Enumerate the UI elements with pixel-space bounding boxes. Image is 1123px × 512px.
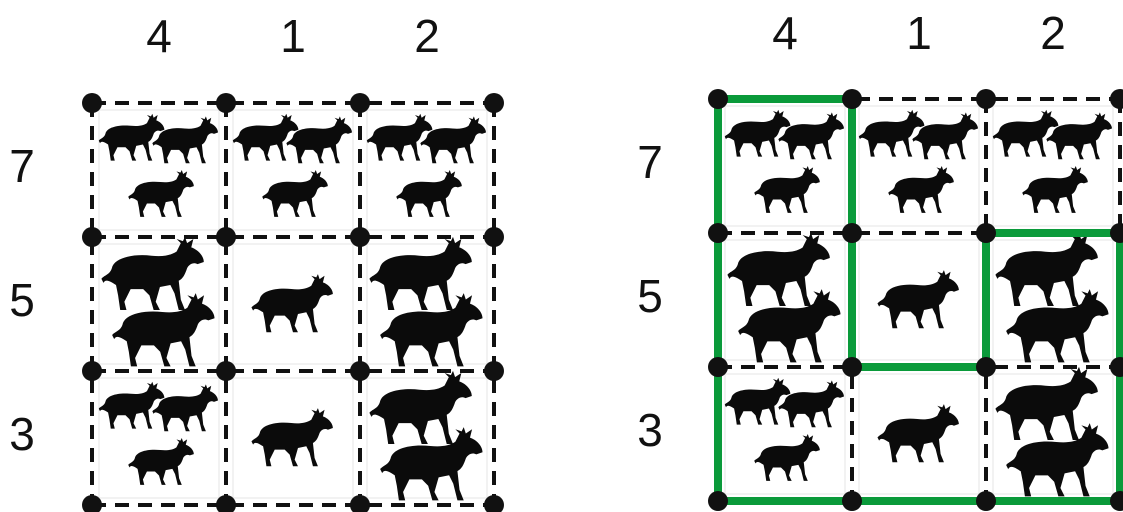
grid-dot <box>708 357 728 377</box>
moose-group <box>232 377 354 499</box>
moose-group <box>724 105 846 227</box>
row-clue: 7 <box>9 140 35 192</box>
puzzle-right: 4 1 2 7 5 3 <box>637 7 1123 511</box>
grid-dot <box>82 361 102 381</box>
grid-dots <box>708 89 1123 511</box>
row-clue: 3 <box>9 408 35 460</box>
grid-dot <box>216 93 236 113</box>
moose-group <box>724 373 846 495</box>
column-clue: 2 <box>1040 7 1066 59</box>
moose-group <box>858 105 980 227</box>
moose-group <box>858 239 980 361</box>
grid-dot <box>350 361 370 381</box>
puzzle-left: 4 1 2 7 5 3 <box>9 10 504 512</box>
grid-dot <box>484 495 504 512</box>
grid-dot <box>976 89 996 109</box>
grid-dot <box>1110 223 1123 243</box>
moose-group <box>366 236 488 367</box>
grid-dot <box>216 361 236 381</box>
grid-dot <box>82 227 102 247</box>
grid-dot <box>216 495 236 512</box>
grid-dot <box>708 223 728 243</box>
moose-group <box>992 105 1114 227</box>
grid-lines <box>90 101 496 507</box>
moose-group <box>232 109 354 231</box>
grid-dot <box>82 495 102 512</box>
row-clue: 3 <box>637 404 663 456</box>
moose-group <box>366 109 488 231</box>
grid-dot <box>842 223 862 243</box>
grid-dot <box>350 495 370 512</box>
grid-dot <box>1110 357 1123 377</box>
moose-group <box>98 109 220 231</box>
moose-group <box>98 236 220 367</box>
grid-dot <box>708 491 728 511</box>
fence <box>714 95 1123 505</box>
grid-dot <box>484 93 504 113</box>
moose-group <box>992 366 1114 497</box>
grid-dot <box>82 93 102 113</box>
moose-group <box>98 377 220 499</box>
moose-group <box>366 370 488 501</box>
grid-dot <box>976 491 996 511</box>
grid-dots <box>82 93 504 512</box>
grid-dot <box>484 227 504 247</box>
grid-dot <box>976 223 996 243</box>
grid-dot <box>350 227 370 247</box>
moose-group <box>232 243 354 365</box>
row-clue: 5 <box>9 274 35 326</box>
grid-dot <box>1110 491 1123 511</box>
row-clue: 7 <box>637 136 663 188</box>
moose-group <box>858 373 980 495</box>
column-clue: 4 <box>772 7 798 59</box>
grid-dot <box>1110 89 1123 109</box>
grid-dot <box>350 93 370 113</box>
column-clue: 4 <box>146 10 172 62</box>
moose-group <box>724 232 846 363</box>
grid-dot <box>842 357 862 377</box>
grid-dot <box>484 361 504 381</box>
column-clue: 1 <box>906 7 932 59</box>
grid-dot <box>708 89 728 109</box>
grid-dot <box>216 227 236 247</box>
grid-dot <box>842 491 862 511</box>
moose-group <box>992 232 1114 363</box>
grid-dot <box>976 357 996 377</box>
grid-dot <box>842 89 862 109</box>
row-clue: 5 <box>637 270 663 322</box>
column-clue: 2 <box>414 10 440 62</box>
column-clue: 1 <box>280 10 306 62</box>
